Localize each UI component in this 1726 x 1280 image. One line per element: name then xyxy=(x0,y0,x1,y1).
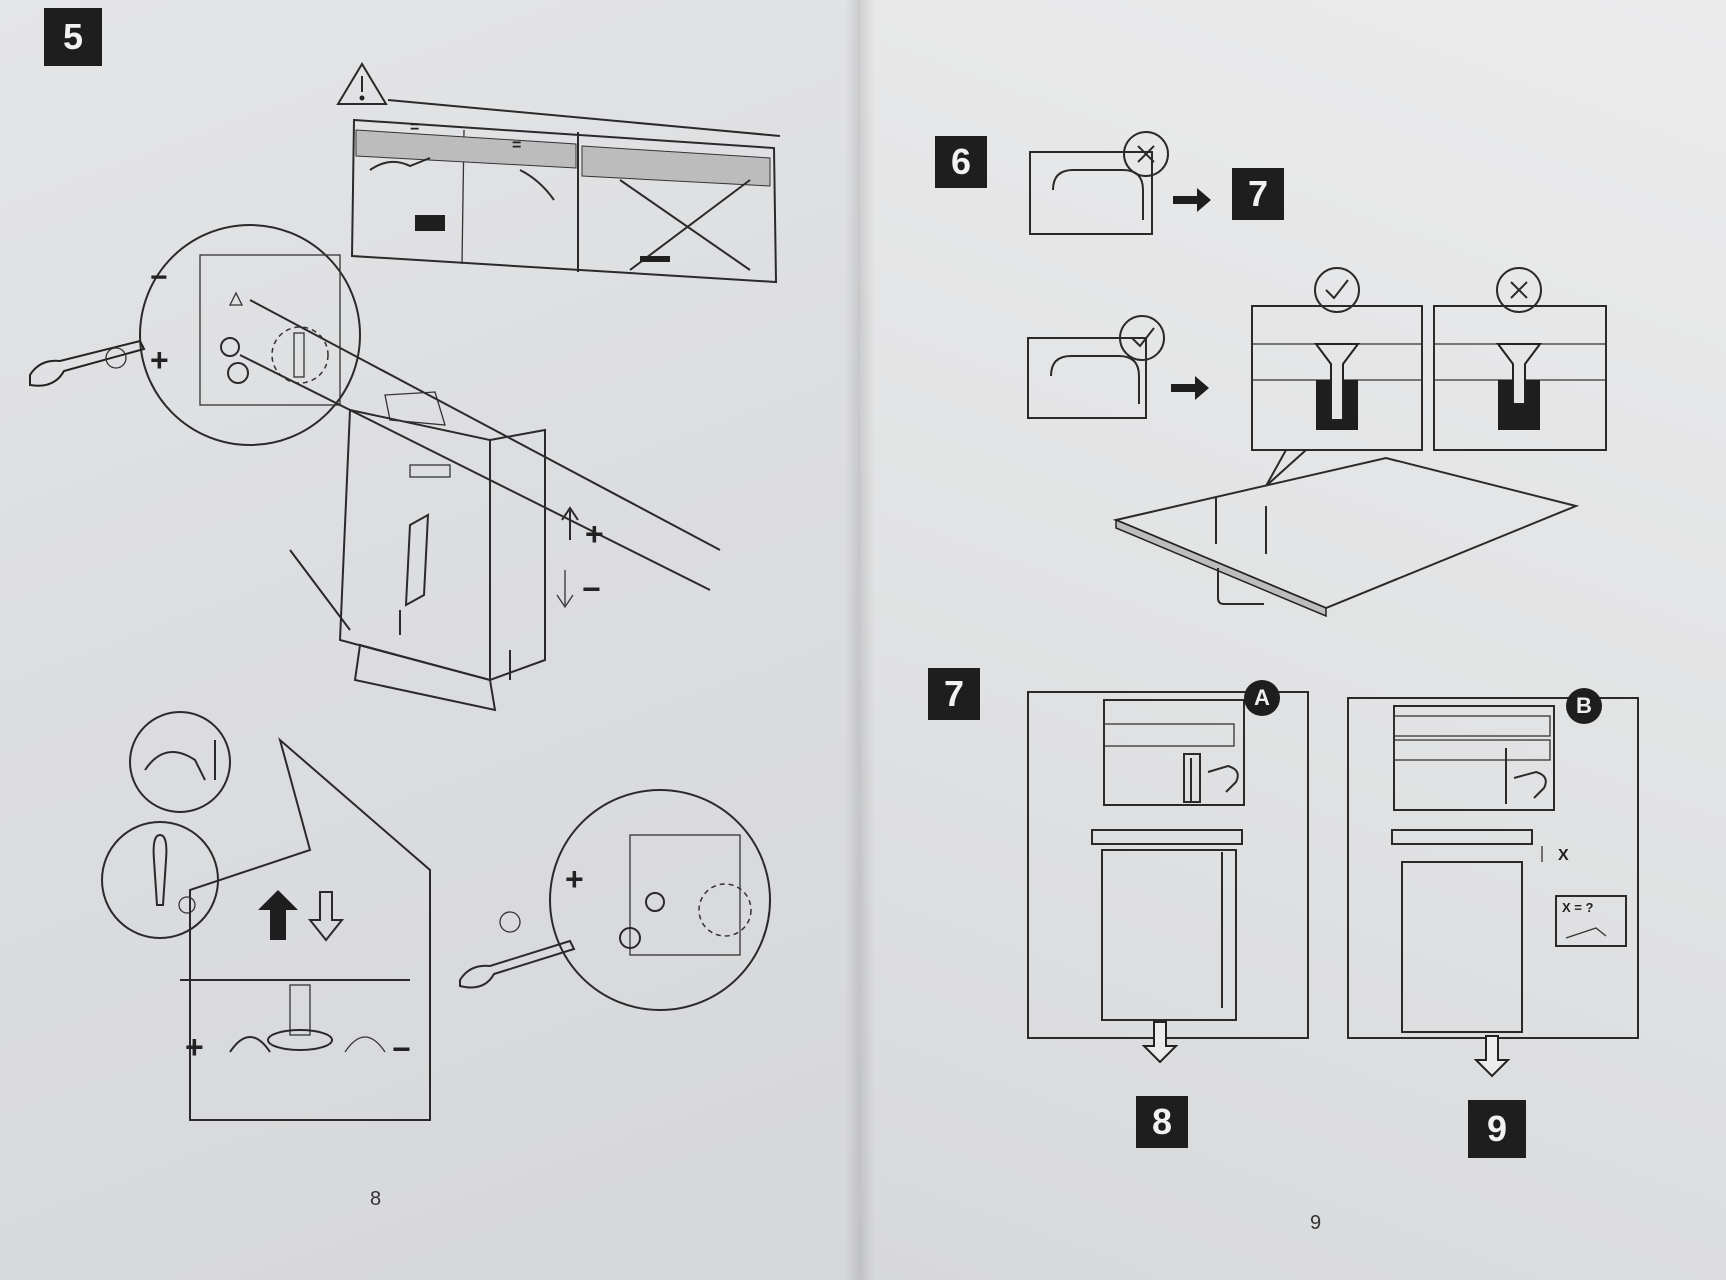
step7-option-b-diagram: X X = ? xyxy=(1347,697,1639,1078)
foot-adjustment-panel: + − xyxy=(180,737,431,1121)
minus-symbol: − xyxy=(392,1031,411,1067)
check-circle-icon xyxy=(1119,315,1165,361)
handle-icon xyxy=(1052,169,1144,220)
option-a-badge: A xyxy=(1244,680,1280,716)
alignment-warning-panel: = = xyxy=(336,62,781,284)
minus-symbol: − xyxy=(150,261,168,294)
plus-symbol: + xyxy=(585,516,604,552)
step-7-badge: 7 xyxy=(928,668,980,720)
dishwasher-door-illustration: + − xyxy=(239,299,721,712)
equals-symbol: = xyxy=(410,119,419,136)
cross-circle-icon xyxy=(1123,131,1169,177)
measure-icon xyxy=(1565,927,1607,939)
page-number-right: 9 xyxy=(1310,1212,1322,1234)
step7-option-a-diagram xyxy=(1027,691,1309,1064)
phillips-icon xyxy=(499,911,521,933)
step-5-badge: 5 xyxy=(44,8,102,66)
page-number-left: 8 xyxy=(370,1188,382,1210)
down-arrow-icon xyxy=(1141,1021,1179,1064)
hand-icon xyxy=(1513,770,1547,799)
goto-step-8-badge: 8 xyxy=(1136,1096,1188,1148)
equals-symbol: = xyxy=(512,137,521,154)
step6-keep-handle-diagram xyxy=(1027,267,1607,618)
hand-icon xyxy=(1207,764,1239,793)
book-gutter xyxy=(845,0,875,1280)
gap-formula: X = ? xyxy=(1562,900,1593,915)
arrow-icon xyxy=(1173,188,1211,212)
step-6-badge: 6 xyxy=(935,136,987,188)
plus-symbol: + xyxy=(185,1029,204,1065)
plus-symbol: + xyxy=(150,342,169,378)
plus-symbol: + xyxy=(565,861,584,897)
bottom-adjustment-zoom: + xyxy=(459,789,771,1011)
check-circle-icon xyxy=(1314,267,1360,313)
phillips-icon xyxy=(105,347,127,369)
goto-step-9-badge: 9 xyxy=(1468,1100,1526,1158)
arrow-icon xyxy=(1171,376,1209,400)
gap-x-label: X xyxy=(1558,847,1569,864)
hand-icon xyxy=(144,751,206,781)
screwdriver-icon xyxy=(459,939,576,989)
right-page xyxy=(860,0,1726,1280)
cross-circle-icon xyxy=(1496,267,1542,313)
step6-remove-handle-diagram xyxy=(1029,131,1211,235)
screwdriver-icon xyxy=(29,339,146,387)
option-b-badge: B xyxy=(1566,688,1602,724)
warning-triangle-icon xyxy=(336,62,388,105)
minus-symbol: − xyxy=(582,571,601,607)
top-adjustment-zoom: − + xyxy=(29,224,361,446)
door-hinge-icon xyxy=(404,513,430,607)
down-arrow-icon xyxy=(1473,1035,1511,1078)
goto-step-7-badge: 7 xyxy=(1232,168,1284,220)
handle-icon xyxy=(1050,355,1140,404)
flathead-screwdriver-icon xyxy=(152,833,168,906)
